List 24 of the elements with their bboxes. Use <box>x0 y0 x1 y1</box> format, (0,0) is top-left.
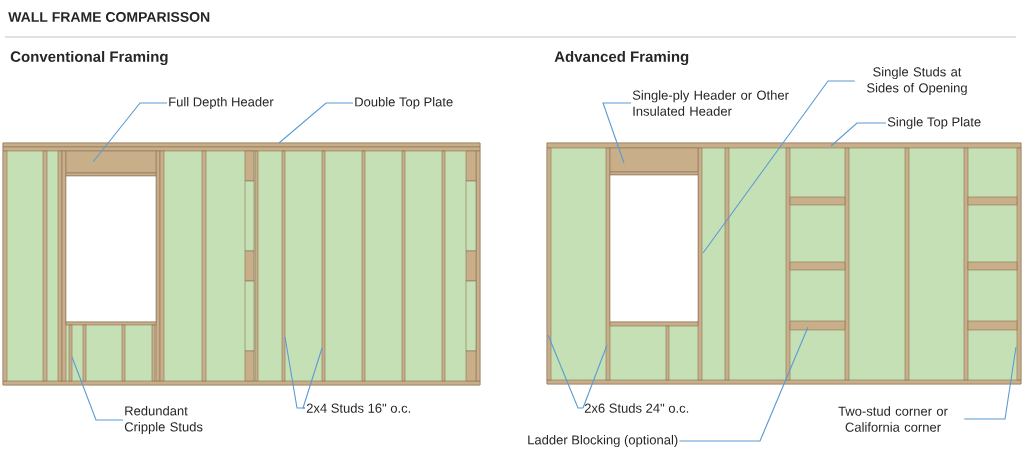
leader-line <box>582 344 608 409</box>
leader-line <box>963 346 1017 420</box>
callout-label: Full Depth Header <box>169 96 274 110</box>
leader-line <box>702 80 856 254</box>
leader-line <box>92 102 168 163</box>
callout-label: Single Top Plate <box>887 116 981 130</box>
panel-heading: Conventional Framing <box>10 50 168 66</box>
leader-line <box>302 347 323 409</box>
callout-label: Two-stud corner or California corner <box>838 406 948 432</box>
title: WALL FRAME COMPARISSON <box>8 12 210 22</box>
panel-heading: Advanced Framing <box>554 50 689 66</box>
callout-label: Double Top Plate <box>355 96 453 110</box>
callout-label: 2x6 Studs 24" o.c. <box>584 403 689 413</box>
leader-line <box>547 334 584 409</box>
leader-line <box>830 122 887 147</box>
leader-line <box>278 102 354 144</box>
callout-label: Ladder Blocking (optional) <box>528 434 678 448</box>
leader-line <box>602 102 632 164</box>
leader-line <box>678 326 809 442</box>
callout-label: Single-ply Header or Other Insulated Header <box>632 90 789 116</box>
callout-label: Redundant Cripple Studs <box>124 405 203 435</box>
leader-line <box>71 356 124 421</box>
callout-label: Single Studs at Sides of Opening <box>867 66 967 96</box>
callout-label: 2x4 Studs 16" o.c. <box>306 403 411 413</box>
